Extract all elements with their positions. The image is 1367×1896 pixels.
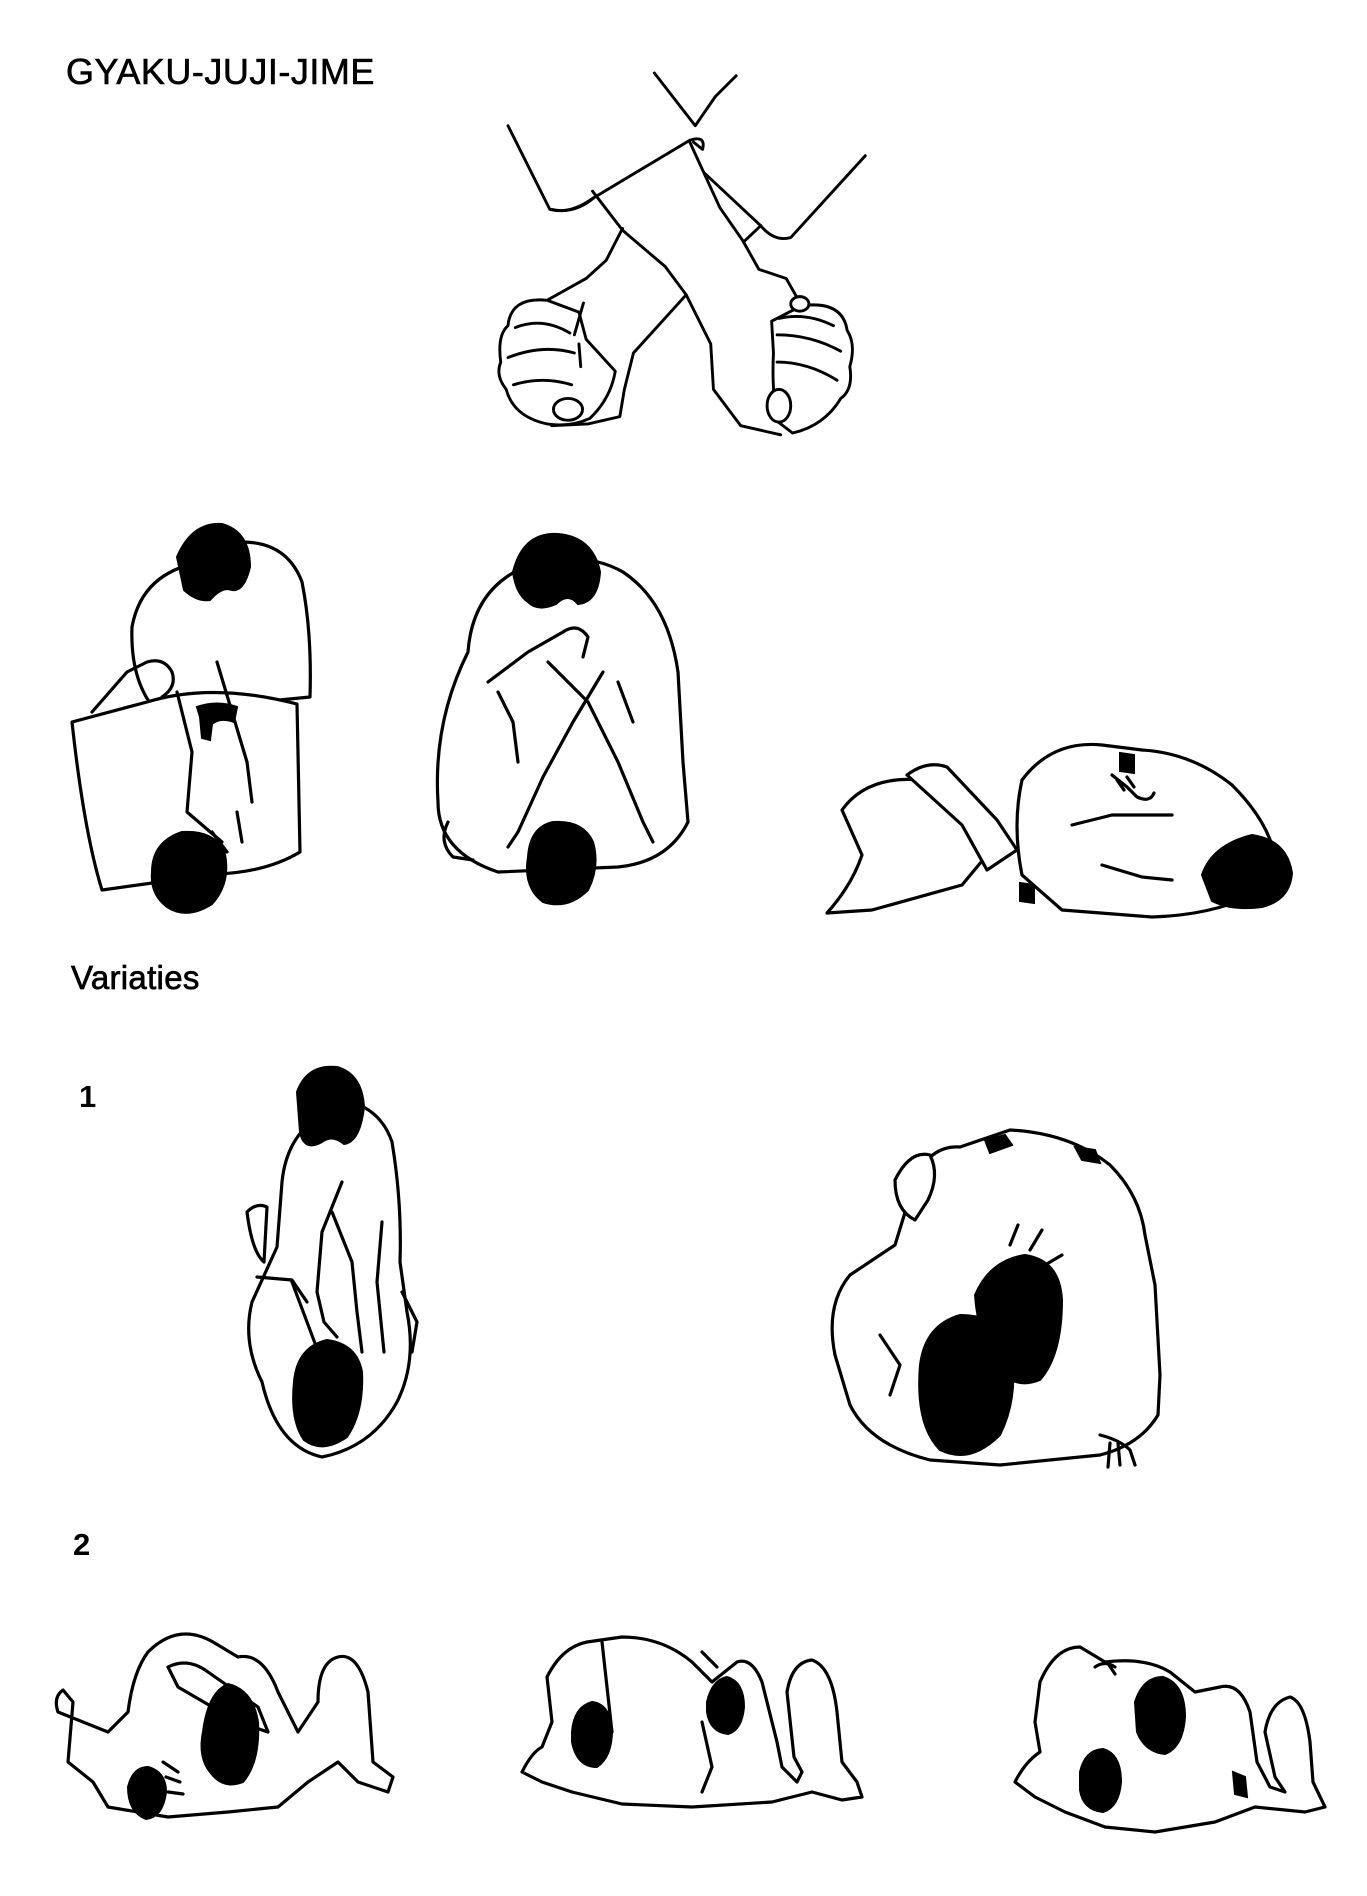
judoka-ground-choke-step-1-icon (54, 1632, 395, 1821)
judoka-kneeling-choke-icon (245, 1065, 419, 1459)
variation-2-figure-1 (48, 1612, 440, 1824)
main-sequence-figure-1 (70, 512, 372, 936)
judoka-rolling-choke-icon (825, 742, 1294, 919)
variation-2-figure-2 (512, 1622, 902, 1818)
variation-1-figure-1 (232, 1062, 510, 1474)
variation-2-figure-3 (995, 1622, 1345, 1834)
judoka-ground-choke-step-3-icon (1013, 1645, 1327, 1834)
variation-1-figure-2 (800, 1125, 1200, 1475)
section-heading: Variaties (71, 959, 200, 996)
main-sequence-figure-2 (428, 522, 724, 932)
variation-1-label: 1 (79, 1079, 97, 1114)
page-title: GYAKU-JUJI-JIME (66, 51, 375, 92)
judoka-kneeling-cross-grip-icon (70, 522, 312, 914)
crossed-hands-icon (497, 71, 867, 437)
judoka-crossing-arms-icon (435, 532, 690, 906)
variation-2-label: 2 (73, 1527, 91, 1562)
crossed-hands-grip-illustration (488, 48, 888, 458)
judoka-leaning-choke-icon (830, 1128, 1162, 1469)
judoka-ground-choke-step-2-icon (520, 1635, 864, 1809)
main-sequence-figure-3 (812, 705, 1304, 921)
